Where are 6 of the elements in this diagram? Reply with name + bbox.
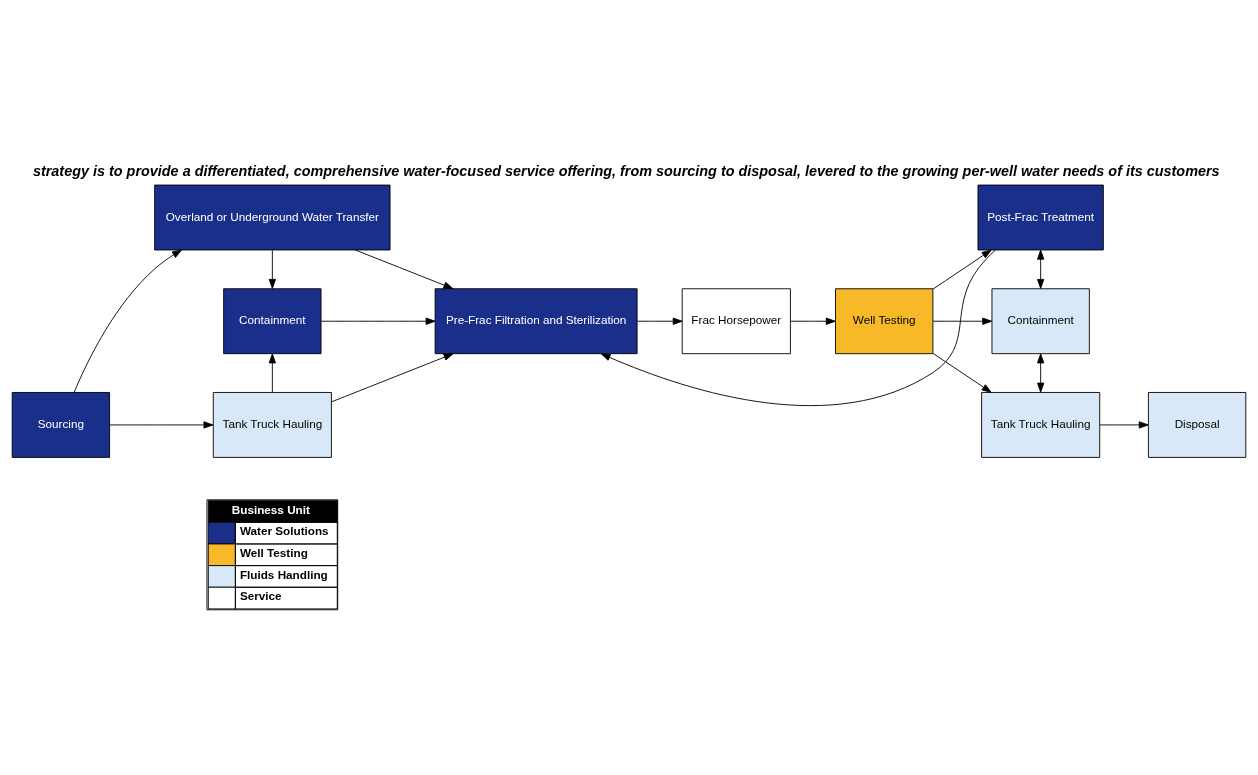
label: Business Unit [231, 502, 310, 516]
diagram-title: strategy is to provide a differentiated, comprehensive water-focused service offering, from sourcing to disposal, levered to the growing per-well water needs of its customers [32, 162, 1220, 179]
legend-label: Water Solutions [239, 524, 329, 538]
legend-label: Fluids Handling [239, 567, 328, 581]
legend-label: Service [239, 589, 282, 603]
legend-label: Well Testing [239, 545, 308, 559]
